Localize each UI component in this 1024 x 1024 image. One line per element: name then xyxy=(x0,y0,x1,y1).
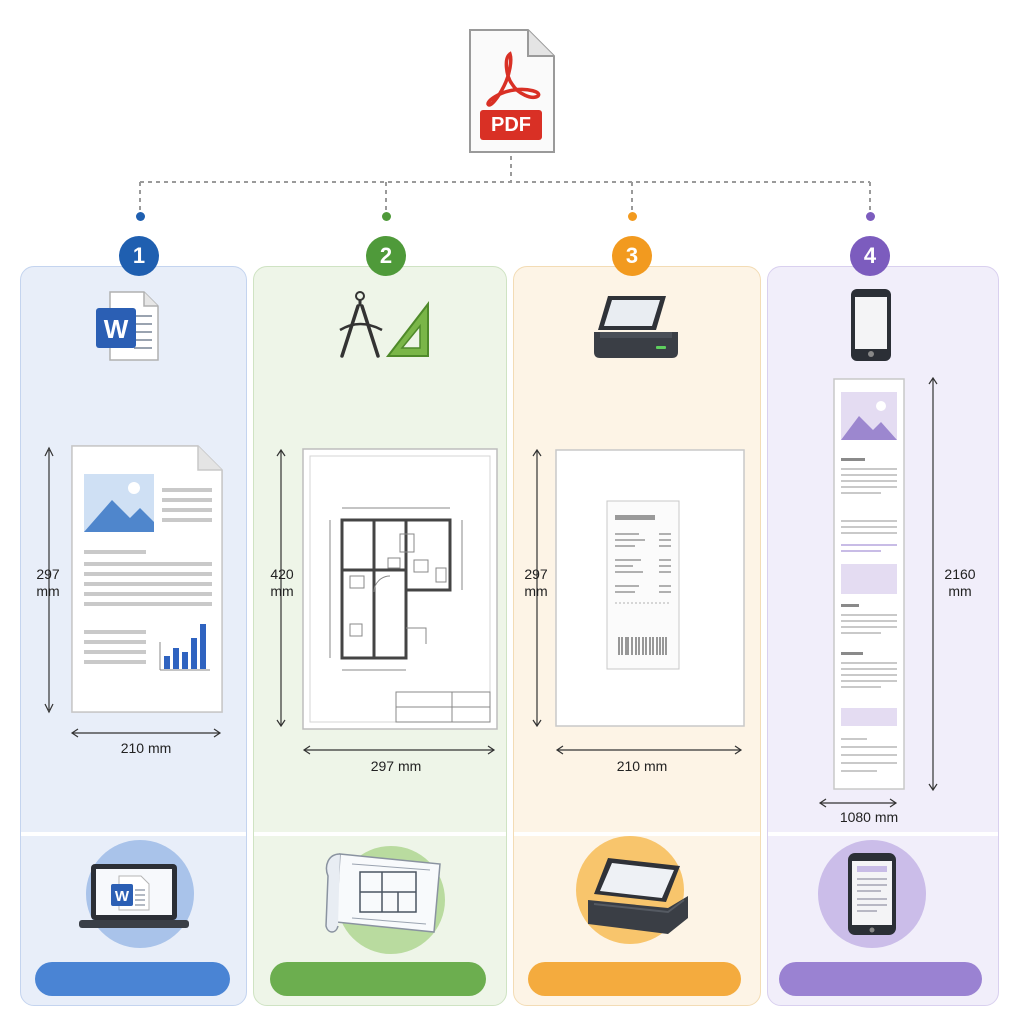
height-dimension-label: 420 mm xyxy=(262,566,302,600)
height-dimension-arrow-2 xyxy=(276,448,286,728)
width-dimension-label: 1080 mm xyxy=(839,809,899,825)
step-badge-3: 3 xyxy=(612,236,652,276)
step-badge-2: 2 xyxy=(366,236,406,276)
column-2-button[interactable] xyxy=(270,962,486,996)
column-3-button[interactable] xyxy=(528,962,741,996)
smartphone-icon xyxy=(848,853,896,935)
height-unit: mm xyxy=(36,583,60,599)
floor-plan-sheet xyxy=(302,448,498,730)
mobile-long-page xyxy=(833,378,905,790)
pdf-label: PDF xyxy=(491,114,531,136)
word-page xyxy=(71,445,223,713)
height-dimension-label: 297 mm xyxy=(516,566,556,600)
connector-dot-3 xyxy=(627,212,637,221)
height-dimension-arrow-3 xyxy=(532,448,542,728)
height-unit: mm xyxy=(948,583,972,599)
connector-dot-4 xyxy=(865,212,875,221)
width-dimension-arrow xyxy=(555,745,743,755)
laptop-icon: W xyxy=(79,864,189,928)
width-dimension-arrow xyxy=(70,728,222,738)
height-unit: mm xyxy=(524,583,548,599)
scanner-icon xyxy=(588,858,688,934)
drafting-tools-icon xyxy=(339,291,429,358)
width-dimension-arrow xyxy=(302,745,496,755)
svg-text:W: W xyxy=(115,888,130,905)
word-document-icon: W xyxy=(96,291,159,361)
width-dimension-arrow xyxy=(818,798,898,808)
smartphone-icon xyxy=(851,289,891,361)
pdf-file-icon: PDF xyxy=(466,28,556,156)
height-value: 420 xyxy=(270,566,294,582)
column-4-button[interactable] xyxy=(779,962,982,996)
width-dimension-label: 210 mm xyxy=(120,740,172,756)
connector-dot-1 xyxy=(135,212,145,221)
scanned-page xyxy=(555,449,745,727)
height-value: 297 xyxy=(524,566,548,582)
width-dimension-label: 210 mm xyxy=(616,758,668,774)
width-dimension-label: 297 mm xyxy=(370,758,422,774)
height-dimension-arrow-4 xyxy=(928,376,938,792)
connector-lines xyxy=(139,156,871,214)
column-divider xyxy=(21,832,246,836)
step-badge-1: 1 xyxy=(119,236,159,276)
height-value: 2160 xyxy=(944,566,976,582)
height-unit: mm xyxy=(270,583,294,599)
height-dimension-label: 297 mm xyxy=(28,566,68,600)
connector-dot-2 xyxy=(381,212,391,221)
column-divider xyxy=(254,832,506,836)
column-divider xyxy=(768,832,998,836)
height-value: 297 xyxy=(36,566,60,582)
blueprint-roll-icon xyxy=(325,853,441,933)
svg-text:W: W xyxy=(104,314,129,344)
height-dimension-label: 2160 mm xyxy=(936,566,984,600)
step-badge-4: 4 xyxy=(850,236,890,276)
scanner-icon xyxy=(594,296,678,358)
column-divider xyxy=(514,832,760,836)
column-1-button[interactable] xyxy=(35,962,230,996)
